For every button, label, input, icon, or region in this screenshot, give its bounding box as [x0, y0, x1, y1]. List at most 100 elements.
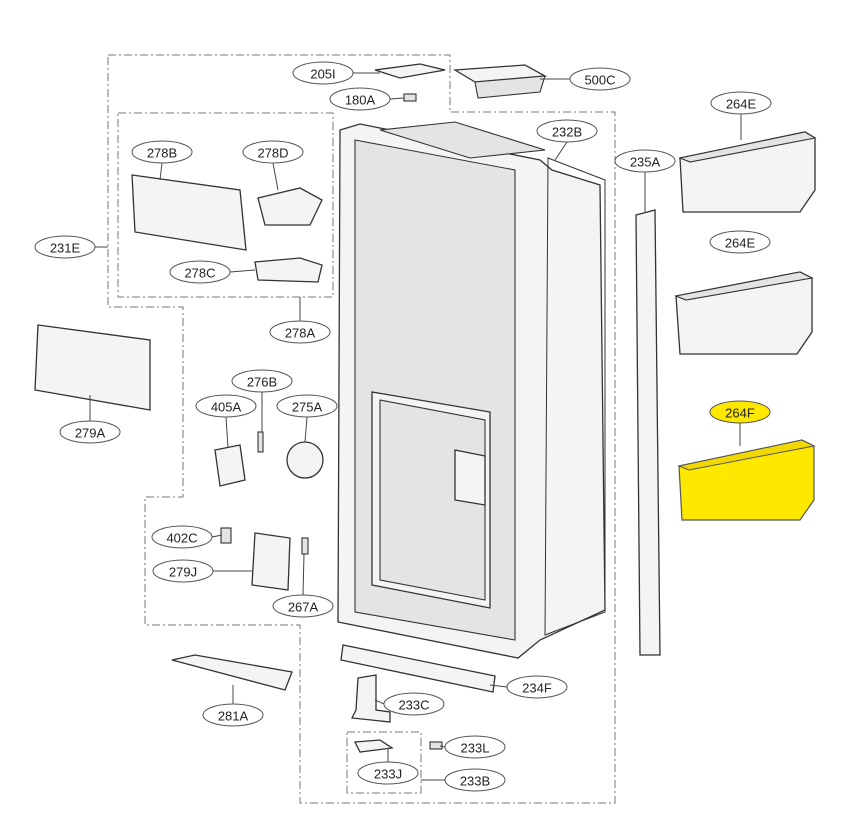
callout-205I[interactable]: 205I	[292, 61, 354, 85]
callout-281A[interactable]: 281A	[202, 703, 264, 727]
part-233J[interactable]	[353, 739, 394, 753]
callout-label: 278A	[285, 326, 316, 341]
part-bin-264E-top[interactable]	[678, 131, 817, 213]
callout-ellipse	[444, 768, 506, 792]
callout-label: 234F	[522, 681, 552, 696]
callout-ellipse	[169, 260, 231, 284]
callout-ellipse	[276, 394, 338, 418]
part-276B[interactable]	[257, 431, 264, 453]
callout-278A[interactable]: 278A	[269, 320, 331, 344]
callout-235A[interactable]: 235A	[614, 149, 676, 173]
part-278C[interactable]	[254, 257, 323, 283]
callout-180A[interactable]: 180A	[329, 87, 391, 111]
callout-279J[interactable]: 279J	[152, 559, 214, 583]
callout-233J[interactable]: 233J	[357, 761, 419, 785]
assembly-boundary-278A	[117, 112, 334, 298]
part-233C[interactable]	[350, 674, 391, 723]
callout-278C[interactable]: 278C	[169, 260, 231, 284]
callout-232B[interactable]: 232B	[536, 119, 598, 143]
callout-234F[interactable]: 234F	[506, 675, 568, 699]
callout-label: 402C	[166, 531, 197, 546]
part-275A[interactable]	[286, 441, 324, 479]
callout-label: 278D	[257, 146, 288, 161]
part-180A[interactable]	[403, 93, 417, 102]
callout-label: 232B	[552, 125, 582, 140]
callout-278B[interactable]: 278B	[131, 140, 193, 164]
callout-label: 264E	[726, 97, 757, 112]
part-500C[interactable]	[452, 64, 548, 99]
callout-label: 233L	[461, 741, 490, 756]
part-door-232B[interactable]	[337, 121, 606, 659]
callout-label: 278C	[184, 266, 215, 281]
callout-ellipse	[231, 369, 293, 393]
part-bin-264E-middle[interactable]	[674, 271, 814, 355]
part-279J[interactable]	[251, 532, 291, 591]
part-267A[interactable]	[301, 537, 309, 555]
callout-275A[interactable]: 275A	[276, 394, 338, 418]
part-gasket-232B[interactable]	[544, 157, 606, 636]
callout-ellipse	[536, 119, 598, 143]
callout-label: 267A	[288, 600, 319, 615]
callout-ellipse	[131, 140, 193, 164]
callout-402C[interactable]: 402C	[151, 525, 213, 549]
callout-ellipse	[34, 235, 96, 259]
callout-ellipse	[202, 703, 264, 727]
callout-label: 279J	[169, 565, 197, 580]
part-278B[interactable]	[131, 174, 247, 251]
callout-label: 276B	[247, 375, 277, 390]
callout-264F[interactable]: 264F	[709, 400, 771, 424]
callout-label: 205I	[310, 67, 335, 82]
callout-405A[interactable]: 405A	[195, 394, 257, 418]
callout-ellipse	[272, 594, 334, 618]
callout-ellipse	[444, 735, 506, 759]
callout-label: 180A	[345, 93, 376, 108]
callout-264E[interactable]: 264E	[709, 230, 771, 254]
callout-278D[interactable]: 278D	[242, 140, 304, 164]
callout-ellipse	[383, 692, 445, 716]
callout-ellipse	[292, 61, 354, 85]
callout-label: 405A	[211, 400, 242, 415]
part-402C[interactable]	[220, 527, 232, 544]
callout-233L[interactable]: 233L	[444, 735, 506, 759]
callout-label: 281A	[218, 709, 249, 724]
callout-500C[interactable]: 500C	[569, 67, 631, 91]
callout-label: 233J	[374, 767, 402, 782]
part-278D[interactable]	[257, 187, 323, 226]
part-234F[interactable]	[340, 644, 496, 693]
callout-ellipse	[152, 559, 214, 583]
callout-264E[interactable]: 264E	[710, 91, 772, 115]
callout-label: 233B	[460, 774, 490, 789]
callout-ellipse	[269, 320, 331, 344]
part-233L[interactable]	[429, 741, 443, 750]
callout-ellipse	[709, 400, 771, 424]
assembly-boundary-231E	[107, 54, 616, 804]
callout-label: 231E	[50, 241, 81, 256]
callout-ellipse	[506, 675, 568, 699]
callout-231E[interactable]: 231E	[34, 235, 96, 259]
callout-label: 264E	[725, 236, 756, 251]
part-281A[interactable]	[171, 654, 293, 691]
leader-lines	[89, 72, 742, 781]
callout-ellipse	[329, 87, 391, 111]
part-bin-264F[interactable]	[677, 439, 816, 521]
callout-276B[interactable]: 276B	[231, 369, 293, 393]
callout-ellipse	[151, 525, 213, 549]
callout-279A[interactable]: 279A	[59, 420, 121, 444]
part-279A[interactable]	[34, 324, 151, 411]
callout-ellipse	[709, 230, 771, 254]
callout-label: 233C	[398, 698, 429, 713]
callout-label: 278B	[147, 146, 177, 161]
callout-267A[interactable]: 267A	[272, 594, 334, 618]
part-205I[interactable]	[374, 63, 446, 79]
callout-233C[interactable]: 233C	[383, 692, 445, 716]
callout-ellipse	[614, 149, 676, 173]
callout-ellipse	[59, 420, 121, 444]
callout-ellipse	[357, 761, 419, 785]
assembly-boundary-233B	[346, 731, 422, 794]
callout-label: 264F	[725, 406, 755, 421]
part-405A[interactable]	[214, 444, 246, 487]
callout-233B[interactable]: 233B	[444, 768, 506, 792]
callout-ellipse	[569, 67, 631, 91]
part-235A[interactable]	[635, 209, 661, 656]
